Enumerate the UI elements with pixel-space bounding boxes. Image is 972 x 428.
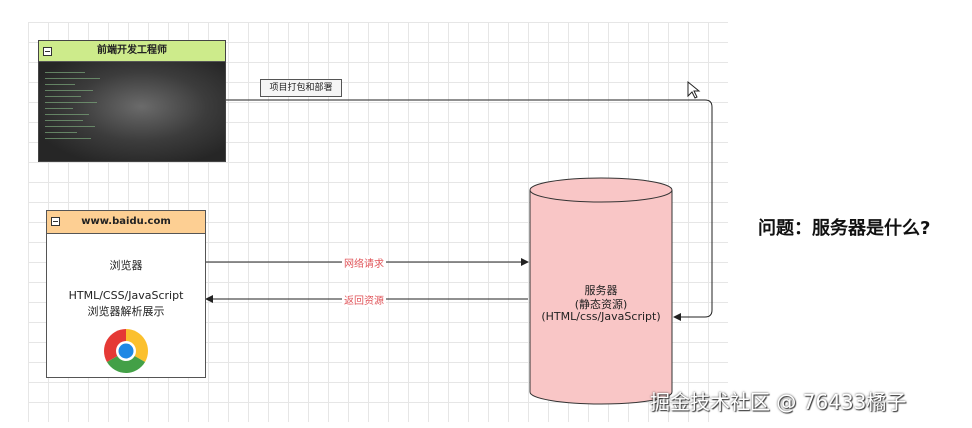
browser-title: www.baidu.com bbox=[47, 211, 205, 234]
response-label: 返回资源 bbox=[342, 292, 386, 307]
developer-title: 前端开发工程师 bbox=[39, 41, 225, 62]
code-line bbox=[45, 90, 93, 91]
collapse-icon[interactable] bbox=[51, 217, 60, 226]
code-line bbox=[45, 138, 91, 139]
code-line bbox=[45, 126, 95, 127]
collapse-icon[interactable] bbox=[43, 47, 52, 56]
cursor-icon bbox=[688, 82, 699, 98]
code-line bbox=[45, 84, 75, 85]
developer-panel: 前端开发工程师 bbox=[38, 40, 226, 162]
code-line bbox=[45, 108, 73, 109]
code-line bbox=[45, 102, 97, 103]
code-line bbox=[45, 78, 100, 79]
code-line bbox=[45, 114, 89, 115]
chrome-icon bbox=[102, 327, 150, 375]
server-tech: (HTML/css/JavaScript) bbox=[530, 310, 672, 323]
code-line bbox=[45, 132, 77, 133]
code-line bbox=[45, 72, 85, 73]
browser-desc: 浏览器解析展示 bbox=[47, 303, 205, 319]
code-line bbox=[45, 120, 83, 121]
request-label: 网络请求 bbox=[342, 255, 386, 270]
browser-panel: www.baidu.com 浏览器 HTML/CSS/JavaScript 浏览… bbox=[46, 210, 206, 378]
watermark: 掘金技术社区 @ 76433橘子 bbox=[650, 386, 906, 415]
browser-label: 浏览器 bbox=[47, 257, 205, 273]
browser-tech: HTML/CSS/JavaScript bbox=[47, 289, 205, 302]
question-text: 问题：服务器是什么? bbox=[758, 214, 930, 240]
code-line bbox=[45, 96, 81, 97]
deploy-label: 项目打包和部署 bbox=[260, 79, 342, 97]
developer-photo bbox=[39, 62, 225, 161]
